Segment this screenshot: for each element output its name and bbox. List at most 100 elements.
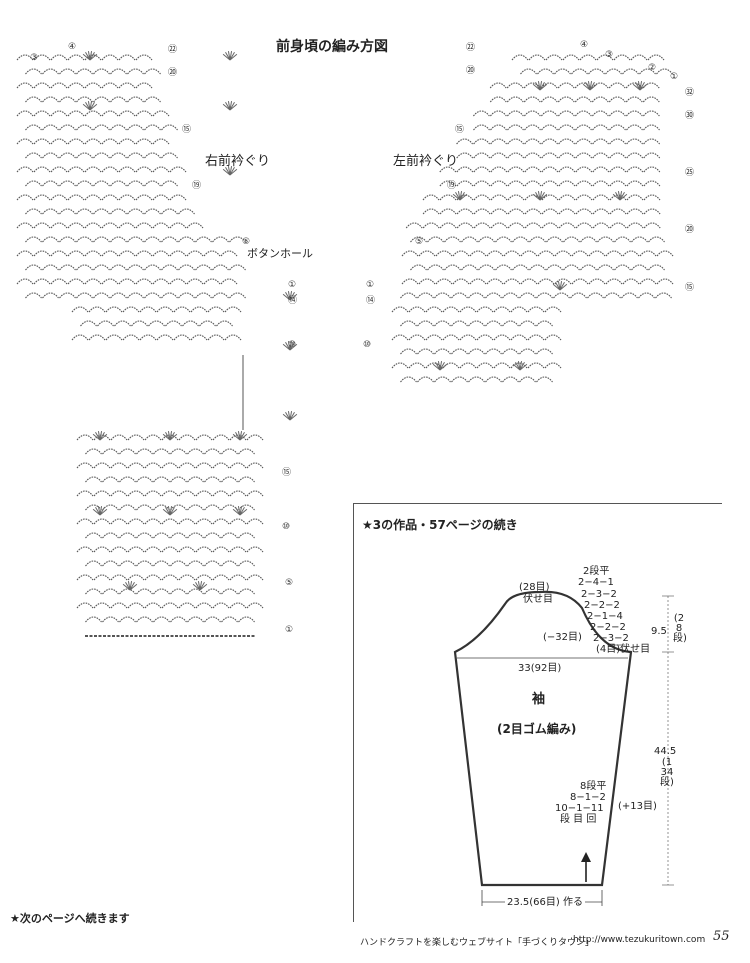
fan-stitch [637,81,641,91]
fan-stitch [287,411,291,421]
fan-stitch [169,431,173,441]
fan-stitch [199,583,208,591]
row-marker: ① [288,280,297,290]
fan-stitch [539,193,548,201]
row-marker: ⑮ [455,125,465,135]
fan-stitch [95,506,101,516]
fan-stitch [165,506,171,516]
fan-stitch [517,361,521,371]
cap-row: 2段平 [583,566,610,577]
fan-stitch [197,581,201,591]
fan-stitch [92,508,101,516]
fan-stitch [82,103,91,111]
fan-stitch [89,103,98,111]
fan-stitch [239,506,245,516]
fan-stitch [162,508,171,516]
inc-row: 8−1−2 [570,792,606,803]
cap-row: 2−4−1 [578,577,614,588]
fan-stitch [439,361,443,371]
fan-stitch [519,361,525,371]
fan-stitch [192,583,201,591]
cap-row: 2−2−2 [584,600,620,611]
fan-stitch [582,83,591,91]
fan-stitch [539,83,548,91]
fan-stitch [89,51,93,61]
row-marker: ⑭ [366,296,376,306]
fan-stitch [229,166,233,176]
fan-stitch [632,83,641,91]
fan-stitch [169,431,175,441]
sleeve-length: 44.5 [654,746,677,757]
cap-row: 2−1−4 [587,611,623,622]
fan-stitch [227,101,231,111]
fan-stitch [452,193,461,201]
fan-stitch [559,281,563,291]
fan-stitch [89,53,98,61]
left-neck-label: 左前衿ぐり [393,154,459,169]
fan-stitch [282,343,291,351]
inc-row: 段 目 回 [560,814,597,825]
fan-stitch [519,363,528,371]
fan-stitch [459,191,465,201]
fan-stitch [225,166,231,176]
fan-stitch [222,103,231,111]
row-marker: ㉚ [685,111,695,121]
fan-stitch [199,581,203,591]
row-marker: ㉒ [168,45,178,55]
sleeve-top-bindoff: 伏せ目 [523,594,553,605]
fan-stitch [232,508,241,516]
fan-stitch [539,191,543,201]
cap-rows-count: (28段) [673,613,687,644]
fan-stitch [285,411,291,421]
sleeve-name: 袖 [532,692,546,707]
fan-stitch [619,191,625,201]
cap-height: 9.5 [651,626,667,637]
fan-stitch [129,581,133,591]
sleeve-bottom: 23.5(66目) 作る [505,897,585,908]
fan-stitch [229,103,238,111]
fan-stitch [85,101,91,111]
sleeve-box [353,503,722,922]
row-marker: ⑩ [363,340,372,350]
cap-decrease: (−32目) [543,632,582,643]
row-marker: ① [285,625,294,635]
fan-stitch [129,583,138,591]
row-marker: ⑤ [415,237,424,247]
fan-stitch [555,281,561,291]
cap-row: 2−2−2 [590,622,626,633]
fan-stitch [439,363,448,371]
right-neck-label: 右前衿ぐり [205,154,271,169]
inc-row: 10−1−11 [555,803,604,814]
fan-stitch [239,431,245,441]
fan-stitch [235,506,241,516]
fan-stitch [89,101,93,111]
page-title: 前身頃の編み方図 [276,39,388,55]
row-marker: ⑲ [447,181,457,191]
sleeve-box-title: ★3の作品・57ページの続き [362,518,518,532]
fan-stitch [99,506,103,516]
fan-stitch [439,361,445,371]
row-marker: ② [648,63,657,73]
fan-stitch [459,193,468,201]
fan-stitch [289,341,293,351]
fan-stitch [239,433,248,441]
fan-stitch [537,191,541,201]
fan-stitch [589,81,593,91]
fan-stitch [539,81,545,91]
fan-stitch [617,191,621,201]
fan-stitch [237,506,241,516]
fan-stitch [289,411,295,421]
fan-stitch [229,51,233,61]
sleeve-top-count: (28目) [519,582,550,593]
fan-stitch [125,581,131,591]
fan-stitch [229,166,235,176]
fan-stitch [532,83,541,91]
fan-stitch [169,506,175,516]
fan-stitch [237,431,241,441]
fan-stitch [87,101,91,111]
fan-stitch [619,193,628,201]
fan-stitch [559,283,568,291]
fan-stitch [515,361,521,371]
